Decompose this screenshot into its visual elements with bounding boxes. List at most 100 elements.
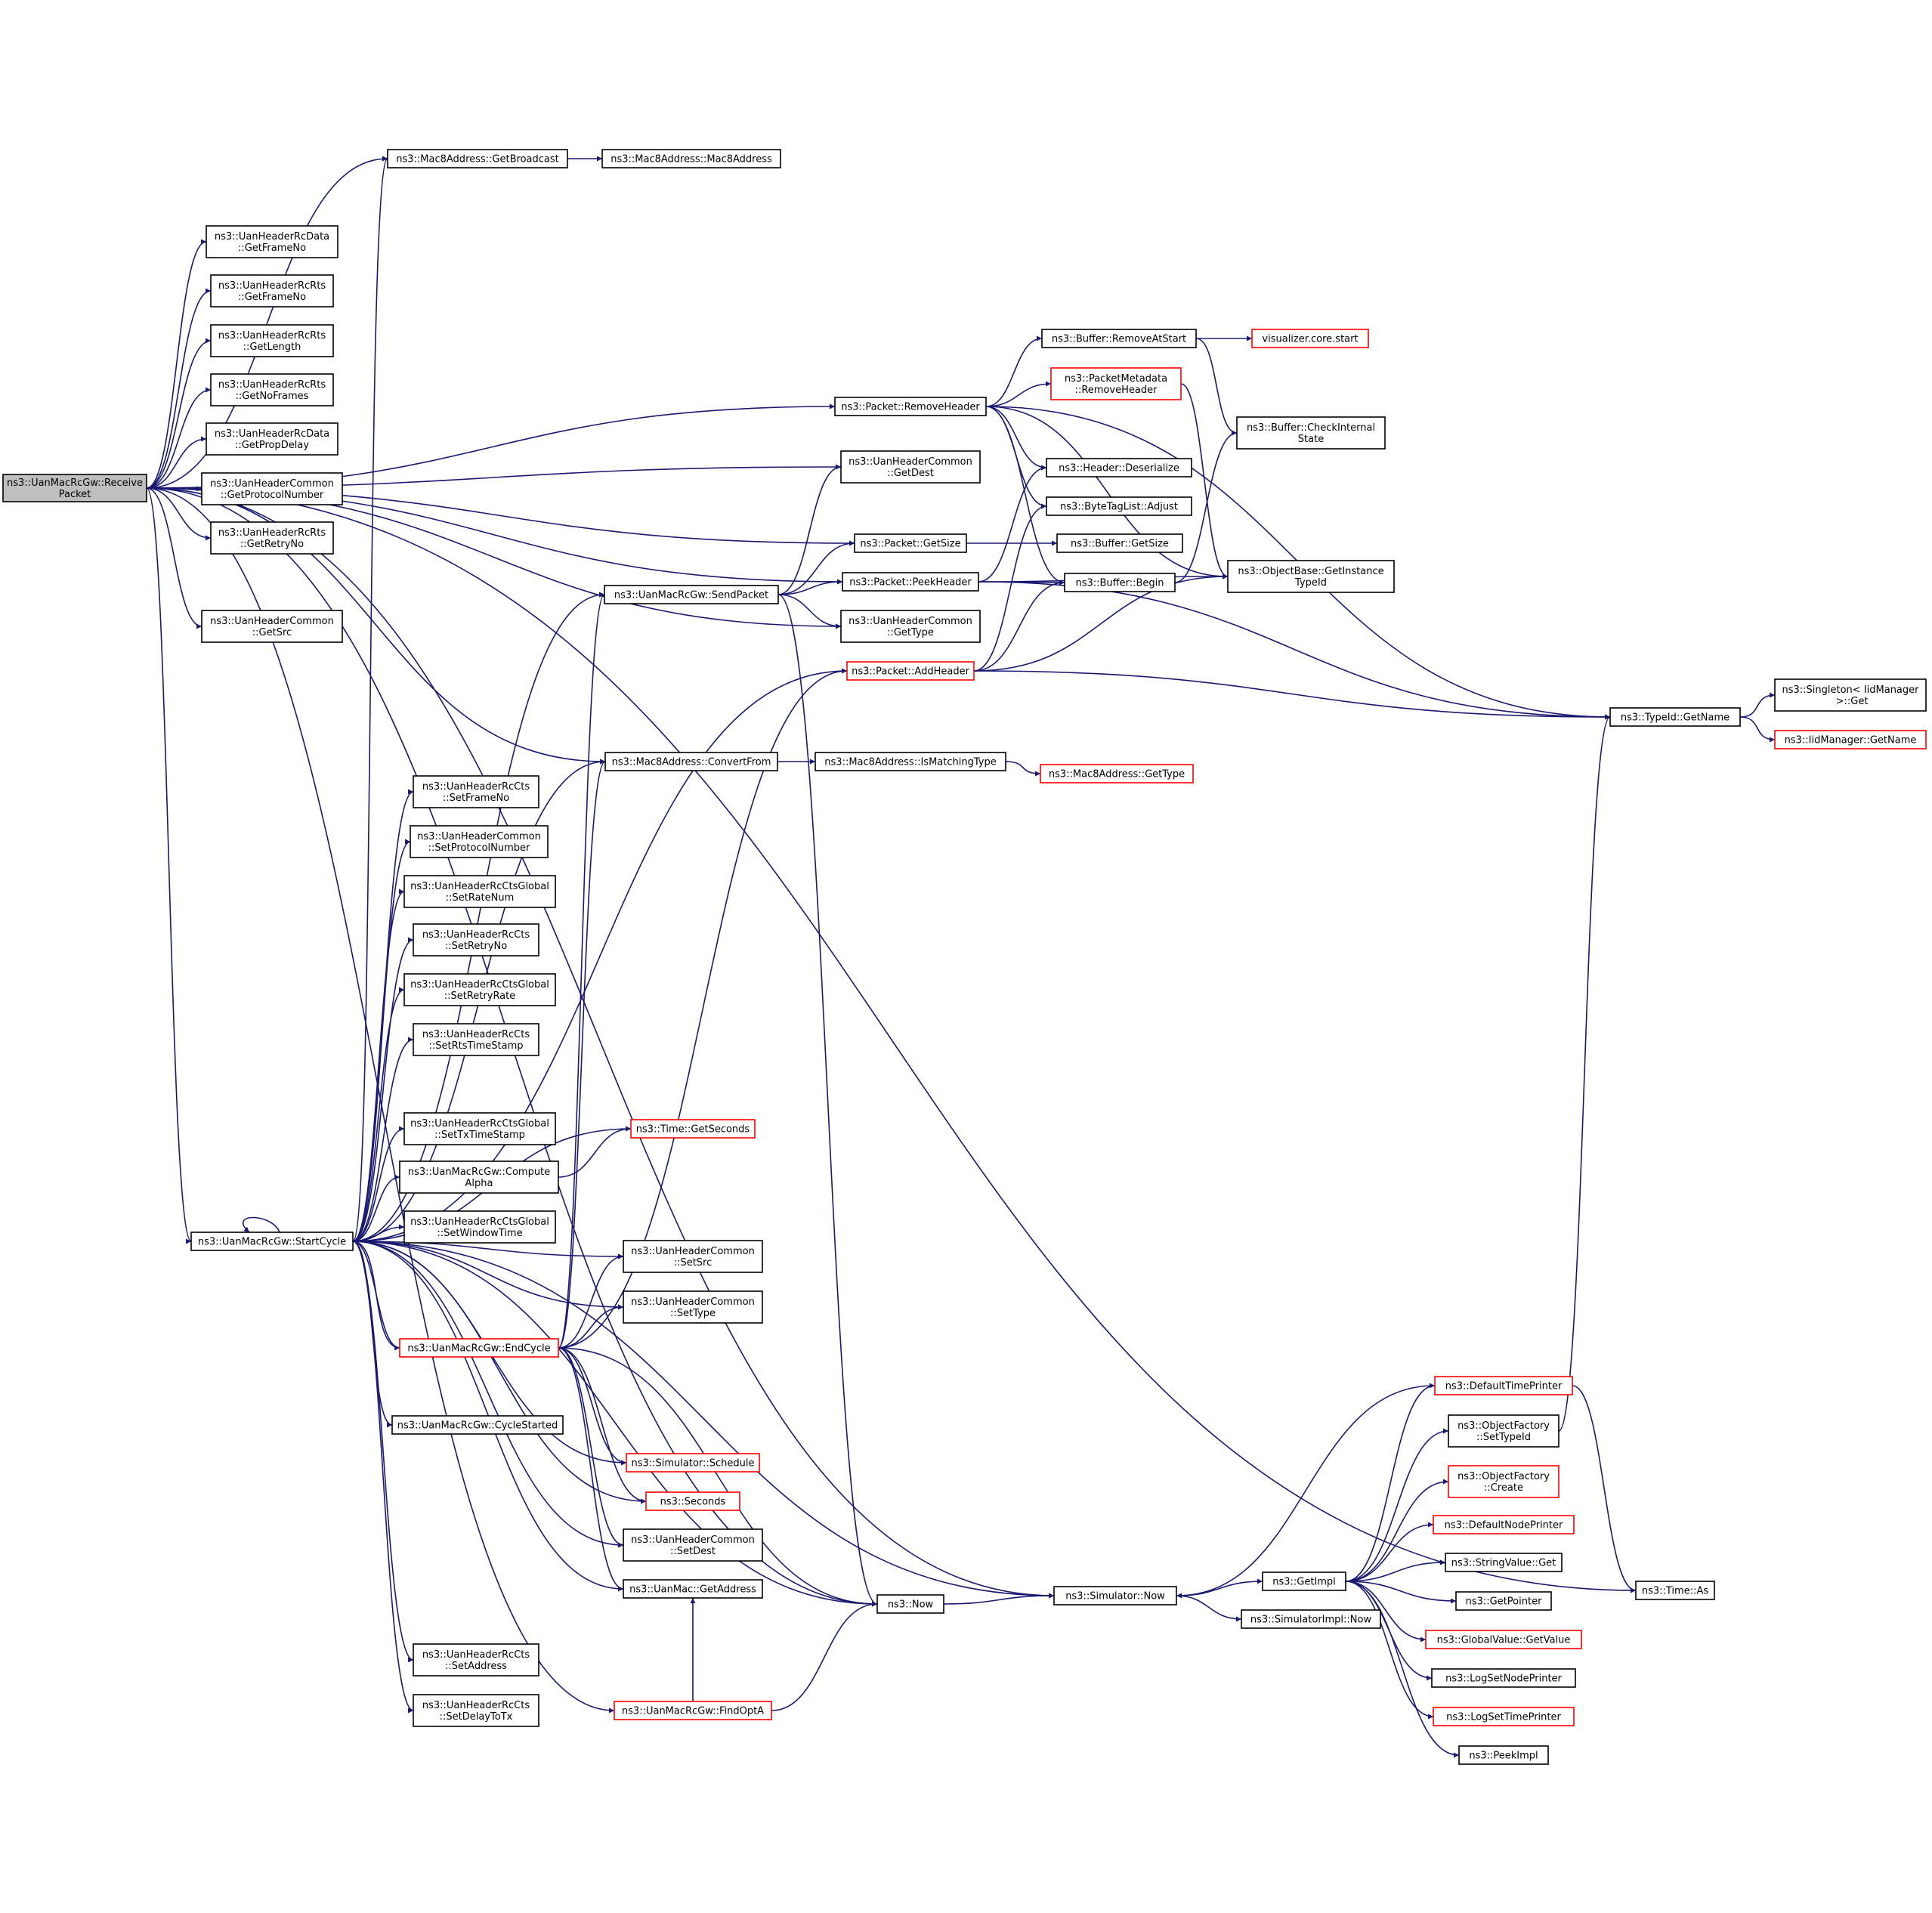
graph-node-getImpl[interactable]: ns3::GetImpl [1262, 1572, 1346, 1591]
edge-path [985, 335, 1043, 407]
graph-node-commonGetDest[interactable]: ns3::UanHeaderCommon::GetDest [840, 450, 981, 484]
graph-node-now[interactable]: ns3::Now [876, 1594, 944, 1614]
graph-node-ctsSetRetryNo[interactable]: ns3::UanHeaderRcCts::SetRetryNo [413, 923, 539, 956]
node-label: ns3::UanHeaderCommon [849, 456, 972, 468]
graph-node-peekImpl[interactable]: ns3::PeekImpl [1458, 1745, 1549, 1765]
edge-startCycle-to-getBroadcast [352, 156, 388, 1242]
graph-node-getBroadcast[interactable]: ns3::Mac8Address::GetBroadcast [387, 149, 568, 168]
graph-node-timeAs[interactable]: ns3::Time::As [1635, 1581, 1715, 1600]
graph-node-ctsSetDelayToTx[interactable]: ns3::UanHeaderRcCts::SetDelayToTx [413, 1694, 539, 1727]
graph-node-removeHeader[interactable]: ns3::Packet::RemoveHeader [834, 397, 987, 416]
node-label: ns3::DefaultNodePrinter [1445, 1520, 1563, 1531]
graph-node-cycleStarted[interactable]: ns3::UanMacRcGw::CycleStarted [391, 1415, 564, 1435]
edge-endCycle-to-seconds [558, 1347, 647, 1504]
graph-node-getPointer[interactable]: ns3::GetPointer [1455, 1591, 1552, 1611]
graph-node-packetGetSize[interactable]: ns3::Packet::GetSize [854, 533, 967, 553]
node-label: ::GetLength [243, 341, 301, 353]
graph-node-singletonGet[interactable]: ns3::Singleton< IidManager >::Get [1774, 678, 1927, 712]
graph-node-findOptA[interactable]: ns3::UanMacRcGw::FindOptA [614, 1701, 772, 1720]
graph-node-globalValueGetValue[interactable]: ns3::GlobalValue::GetValue [1425, 1630, 1582, 1649]
graph-node-ofSetTypeId[interactable]: ns3::ObjectFactory::SetTypeId [1448, 1414, 1560, 1448]
node-box [1433, 1515, 1575, 1534]
graph-node-commonSetSrc[interactable]: ns3::UanHeaderCommon::SetSrc [623, 1240, 763, 1273]
graph-node-simImplNow[interactable]: ns3::SimulatorImpl::Now [1241, 1609, 1381, 1629]
edge-startCycle-to-simNow [352, 1241, 1055, 1599]
node-box [1241, 1609, 1381, 1629]
graph-node-rcRtsGetNoFrames[interactable]: ns3::UanHeaderRcRts::GetNoFrames [210, 373, 334, 406]
graph-node-ofCreate[interactable]: ns3::ObjectFactory::Create [1448, 1465, 1560, 1498]
node-box [1236, 416, 1386, 450]
graph-node-iidGetName[interactable]: ns3::IidManager::GetName [1774, 730, 1927, 749]
node-box [403, 1210, 556, 1244]
graph-node-uanMacGetAddress[interactable]: ns3::UanMac::GetAddress [623, 1579, 763, 1599]
edge-path [978, 581, 1611, 720]
graph-node-pmRemoveHeader[interactable]: ns3::PacketMetadata::RemoveHeader [1050, 367, 1182, 400]
node-box [876, 1594, 944, 1614]
graph-node-vizStart[interactable]: visualizer.core.start [1251, 329, 1369, 348]
graph-node-ctsGlobalSetRateNum[interactable]: ns3::UanHeaderRcCtsGlobal::SetRateNum [403, 875, 556, 908]
node-label: ::SetRateNum [446, 892, 515, 904]
graph-node-ctsGlobalSetRetryRate[interactable]: ns3::UanHeaderRcCtsGlobal::SetRetryRate [403, 973, 556, 1006]
graph-node-simSchedule[interactable]: ns3::Simulator::Schedule [626, 1453, 760, 1473]
graph-node-ctsSetAddress[interactable]: ns3::UanHeaderRcCts::SetAddress [413, 1643, 539, 1677]
graph-node-ctsGlobalSetTxTimeStamp[interactable]: ns3::UanHeaderRcCtsGlobal::SetTxTimeStam… [403, 1112, 556, 1145]
graph-node-commonGetProtocolNumber[interactable]: ns3::UanHeaderCommon::GetProtocolNumber [201, 472, 343, 505]
edge-sendPacket-to-packetGetSize [777, 540, 855, 595]
graph-node-rcDataGetFrameNo[interactable]: ns3::UanHeaderRcData::GetFrameNo [206, 225, 338, 258]
node-label: ns3::ObjectBase::GetInstance [1238, 566, 1383, 577]
graph-node-byteTagAdjust[interactable]: ns3::ByteTagList::Adjust [1046, 496, 1192, 516]
graph-node-logSetTimePrinter[interactable]: ns3::LogSetTimePrinter [1433, 1707, 1575, 1726]
graph-node-endCycle[interactable]: ns3::UanMacRcGw::EndCycle [399, 1338, 559, 1358]
edge-getImpl-to-peekImpl [1345, 1581, 1460, 1758]
graph-node-stringValueGet[interactable]: ns3::StringValue::Get [1445, 1553, 1563, 1572]
graph-node-ctsSetRtsTimeStamp[interactable]: ns3::UanHeaderRcCts::SetRtsTimeStamp [413, 1023, 539, 1056]
node-box [1774, 730, 1927, 749]
node-label: ns3::UanHeaderCommon [631, 1296, 755, 1308]
graph-node-mac8ctor[interactable]: ns3::Mac8Address::Mac8Address [601, 149, 781, 168]
graph-node-mac8GetType[interactable]: ns3::Mac8Address::GetType [1040, 764, 1194, 783]
node-box [1064, 573, 1176, 592]
graph-node-ctsSetFrameNo[interactable]: ns3::UanHeaderRcCts::SetFrameNo [413, 775, 539, 808]
graph-node-rcRtsGetRetryNo[interactable]: ns3::UanHeaderRcRts::GetRetryNo [210, 521, 334, 555]
graph-node-startCycle[interactable]: ns3::UanMacRcGw::StartCycle [190, 1232, 354, 1251]
edge-path [1572, 1385, 1637, 1593]
graph-node-commonSetDest[interactable]: ns3::UanHeaderCommon::SetDest [623, 1528, 763, 1562]
graph-node-isMatchingType[interactable]: ns3::Mac8Address::IsMatchingType [815, 752, 1006, 771]
graph-node-headerDeserialize[interactable]: ns3::Header::Deserialize [1046, 458, 1192, 477]
graph-node-logSetNodePrinter[interactable]: ns3::LogSetNodePrinter [1431, 1668, 1576, 1688]
node-label: ns3::UanHeaderRcCtsGlobal [410, 1216, 549, 1228]
graph-node-commonSetProtocolNumber[interactable]: ns3::UanHeaderCommon::SetProtocolNumber [410, 825, 549, 858]
graph-node-bufBegin[interactable]: ns3::Buffer::Begin [1064, 573, 1176, 592]
graph-node-typeIdGetName[interactable]: ns3::TypeId::GetName [1609, 707, 1741, 727]
graph-node-addHeader[interactable]: ns3::Packet::AddHeader [846, 661, 975, 681]
edge-endCycle-to-sendPacket [558, 592, 605, 1349]
graph-node-defaultTimePrinter[interactable]: ns3::DefaultTimePrinter [1434, 1376, 1573, 1395]
edge-path [1739, 692, 1776, 718]
edge-path [146, 487, 202, 629]
graph-node-simNow[interactable]: ns3::Simulator::Now [1053, 1586, 1177, 1605]
graph-node-ctsGlobalSetWindowTime[interactable]: ns3::UanHeaderRcCtsGlobal::SetWindowTime [403, 1210, 556, 1244]
graph-node-rcDataGetPropDelay[interactable]: ns3::UanHeaderRcData::GetPropDelay [206, 422, 338, 456]
node-box [1455, 1591, 1552, 1611]
edge-getImpl-to-stringValueGet [1345, 1559, 1446, 1582]
graph-node-commonSetType[interactable]: ns3::UanHeaderCommon::SetType [623, 1290, 763, 1324]
node-label: ns3::UanHeaderRcRts [218, 280, 326, 292]
graph-node-bufGetSize[interactable]: ns3::Buffer::GetSize [1056, 533, 1183, 553]
graph-node-rcRtsGetFrameNo[interactable]: ns3::UanHeaderRcRts::GetFrameNo [210, 274, 334, 308]
edge-endCycle-to-convertFrom [558, 759, 606, 1349]
graph-node-rcRtsGetLength[interactable]: ns3::UanHeaderRcRts::GetLength [210, 324, 334, 357]
graph-node-seconds[interactable]: ns3::Seconds [645, 1491, 740, 1511]
node-label: Alpha [465, 1178, 493, 1189]
graph-node-peekHeader[interactable]: ns3::Packet::PeekHeader [842, 572, 979, 592]
graph-node-convertFrom[interactable]: ns3::Mac8Address::ConvertFrom [604, 752, 778, 771]
graph-node-timeGetSeconds[interactable]: ns3::Time::GetSeconds [630, 1119, 756, 1139]
graph-node-bufRemoveAtStart[interactable]: ns3::Buffer::RemoveAtStart [1041, 329, 1197, 348]
graph-node-commonGetType[interactable]: ns3::UanHeaderCommon::GetType [840, 610, 981, 643]
graph-node-sendPacket[interactable]: ns3::UanMacRcGw::SendPacket [604, 585, 779, 604]
graph-node-defaultNodePrinter[interactable]: ns3::DefaultNodePrinter [1433, 1515, 1575, 1534]
graph-node-commonGetSrc[interactable]: ns3::UanHeaderCommon::GetSrc [201, 610, 343, 643]
